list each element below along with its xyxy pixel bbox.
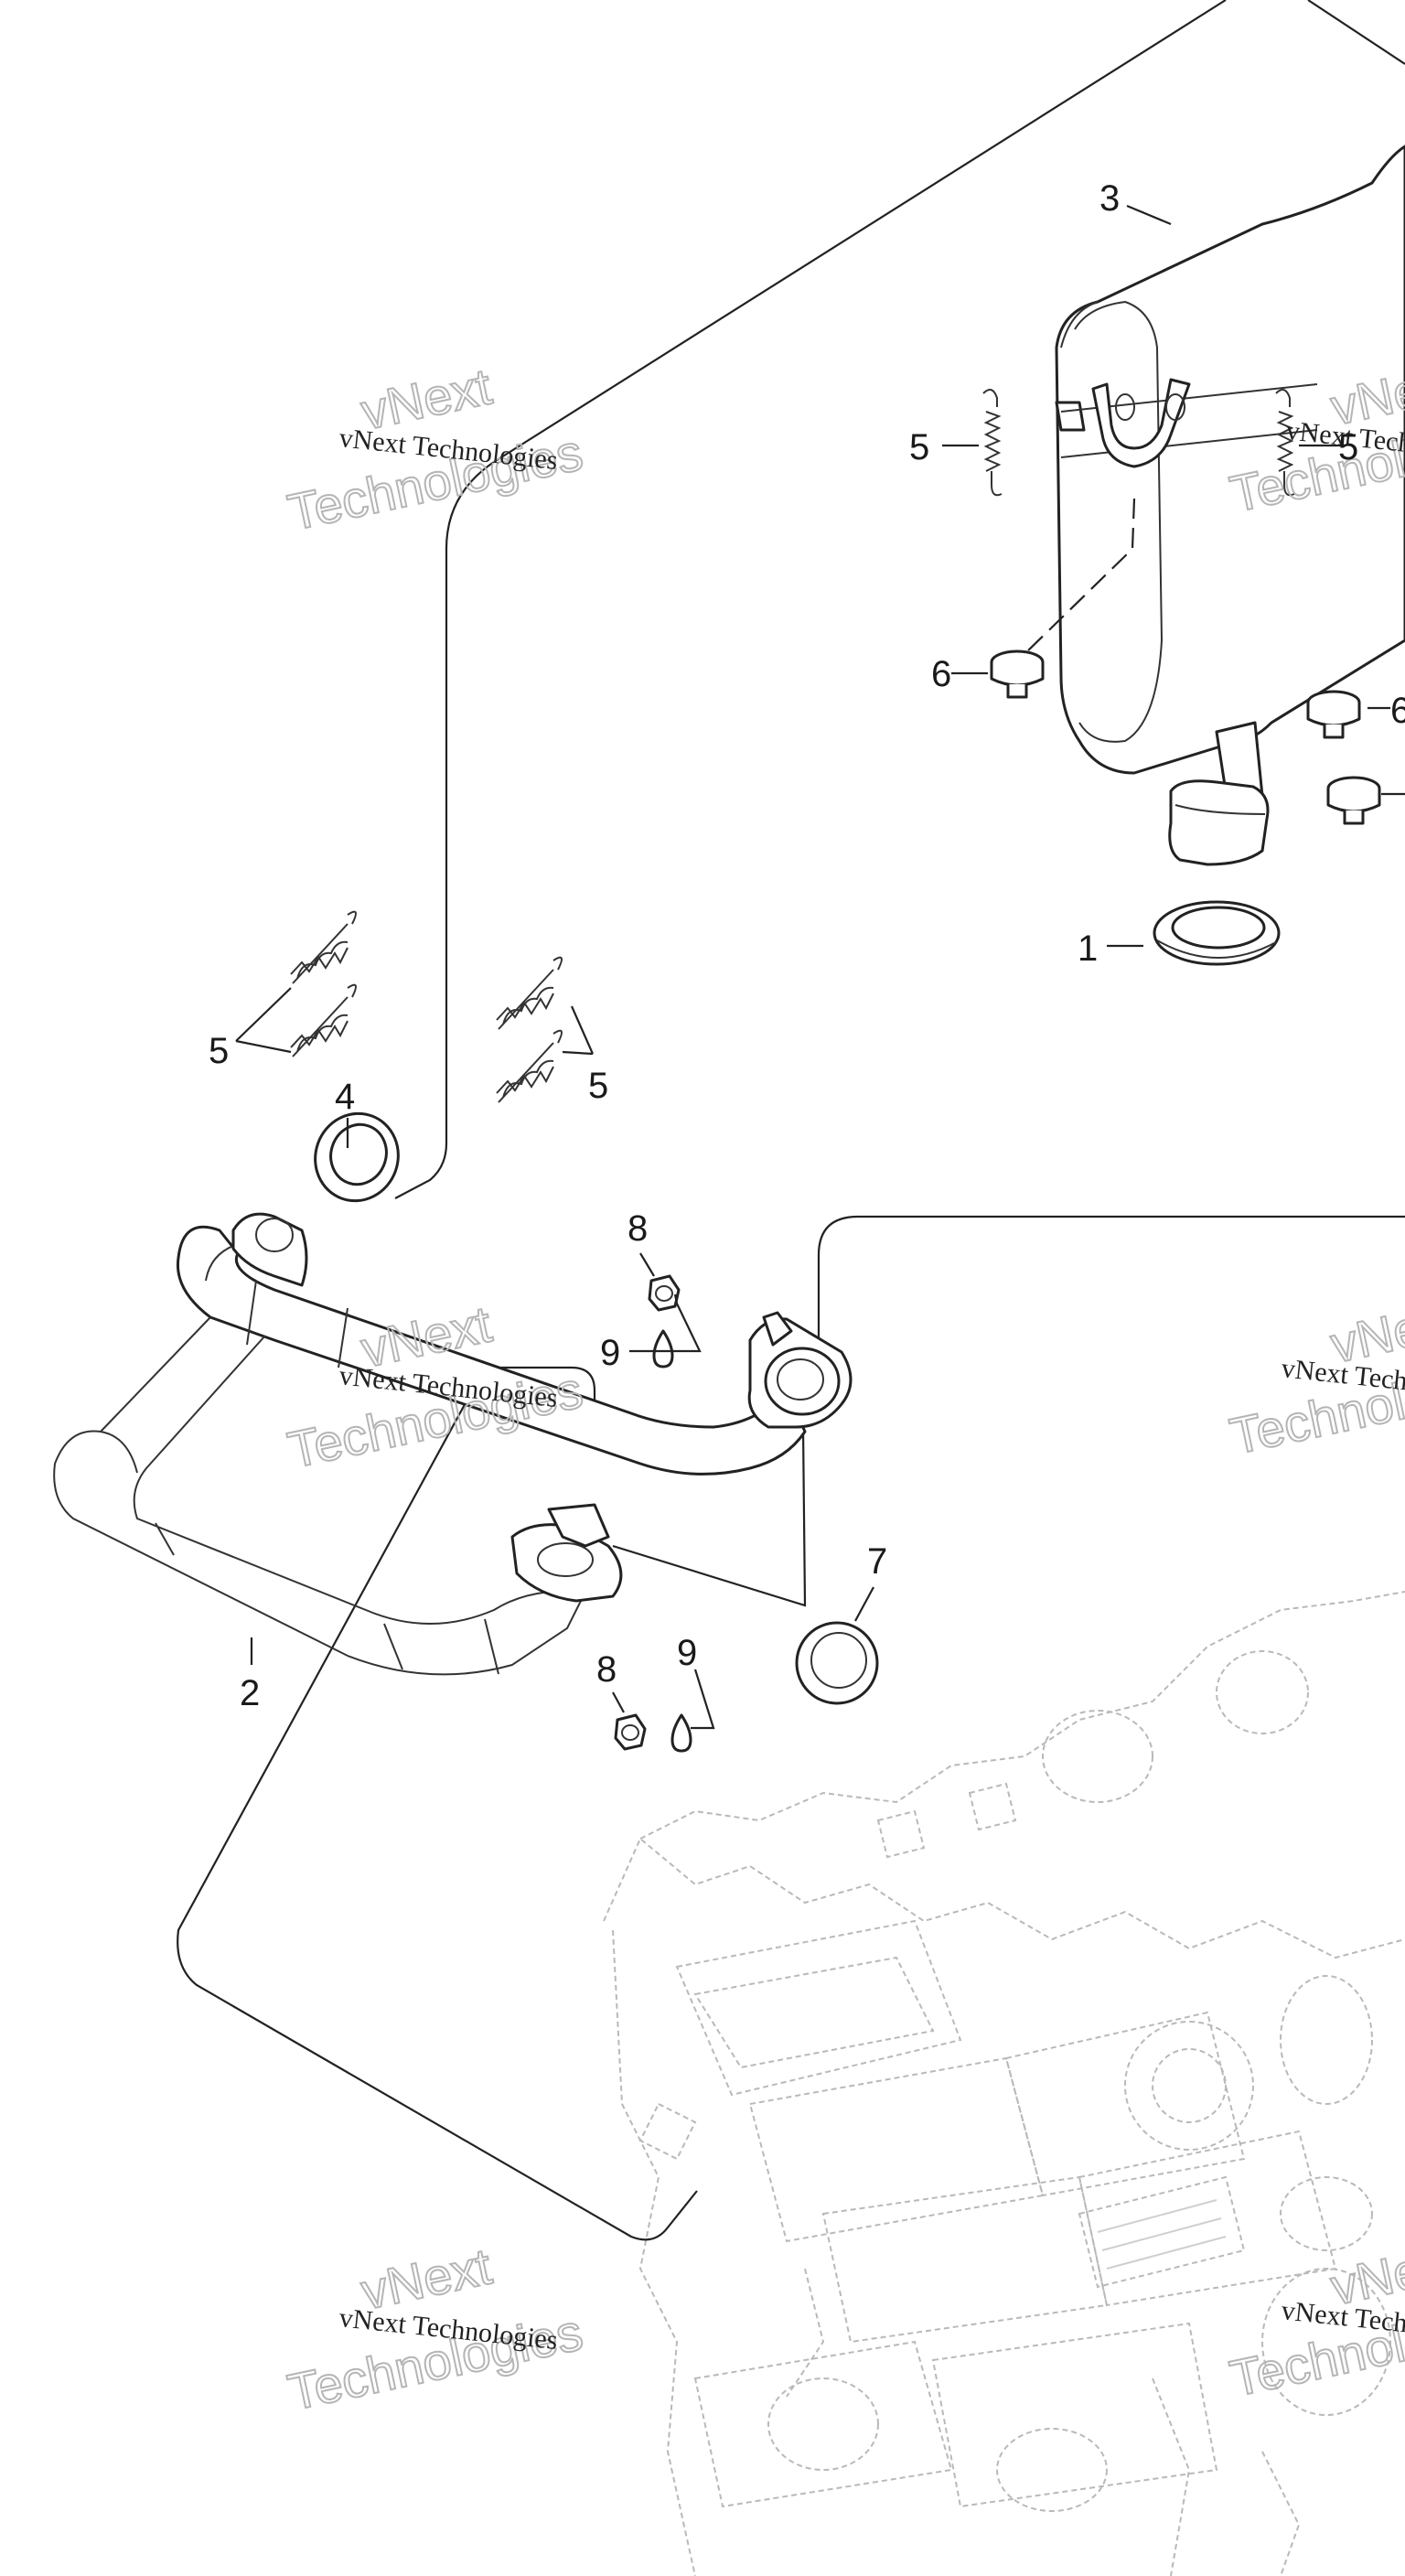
callout-labels: 1 2 3 4 5 5 5 5 6 6 7 8 8 9 9: [209, 178, 1405, 1713]
callout-2: 2: [240, 1673, 260, 1713]
spring-group-left: [290, 910, 357, 1057]
lock-washers: [652, 1329, 692, 1753]
callout-9-bottom: 9: [677, 1633, 697, 1673]
callout-8-top: 8: [627, 1208, 648, 1249]
callout-leaders: [235, 204, 1405, 1730]
callout-6-right: 6: [1390, 691, 1405, 731]
flange-gasket-7: [795, 1621, 879, 1705]
watermark-5: vNext Technologies vNext Technologies: [1224, 1289, 1405, 1465]
watermark-3: vNext Technologies vNext Technologies: [282, 2236, 588, 2421]
callout-7: 7: [867, 1541, 887, 1582]
watermark-1: vNext Technologies vNext Technologies: [282, 356, 588, 542]
spring-group-top: [982, 389, 1295, 497]
spring-group-right: [496, 956, 563, 1103]
muffler: [1055, 145, 1405, 866]
callout-8-bottom: 8: [596, 1649, 617, 1690]
callout-4: 4: [335, 1077, 355, 1117]
nuts: [614, 1274, 681, 1751]
callout-5-top-right: 5: [1338, 427, 1358, 467]
watermark-6: vNext Technologies vNext Technologies: [1224, 2231, 1405, 2408]
dashed-guide: [1024, 498, 1136, 655]
callout-1: 1: [1078, 928, 1098, 969]
routing-lines: [177, 0, 1405, 2241]
callout-5-top-left: 5: [909, 427, 929, 467]
callout-5-right: 5: [588, 1066, 608, 1106]
engine-outline: [603, 1591, 1405, 2576]
rubber-bumpers: [990, 649, 1381, 825]
gasket-ring-4: [314, 1111, 400, 1203]
callout-3: 3: [1099, 178, 1120, 219]
callout-5-left: 5: [209, 1031, 229, 1071]
callout-9-top: 9: [600, 1333, 620, 1373]
callout-6-left: 6: [931, 654, 951, 694]
head-pipe: [53, 1212, 853, 1676]
muffler-gasket: [1153, 900, 1281, 966]
